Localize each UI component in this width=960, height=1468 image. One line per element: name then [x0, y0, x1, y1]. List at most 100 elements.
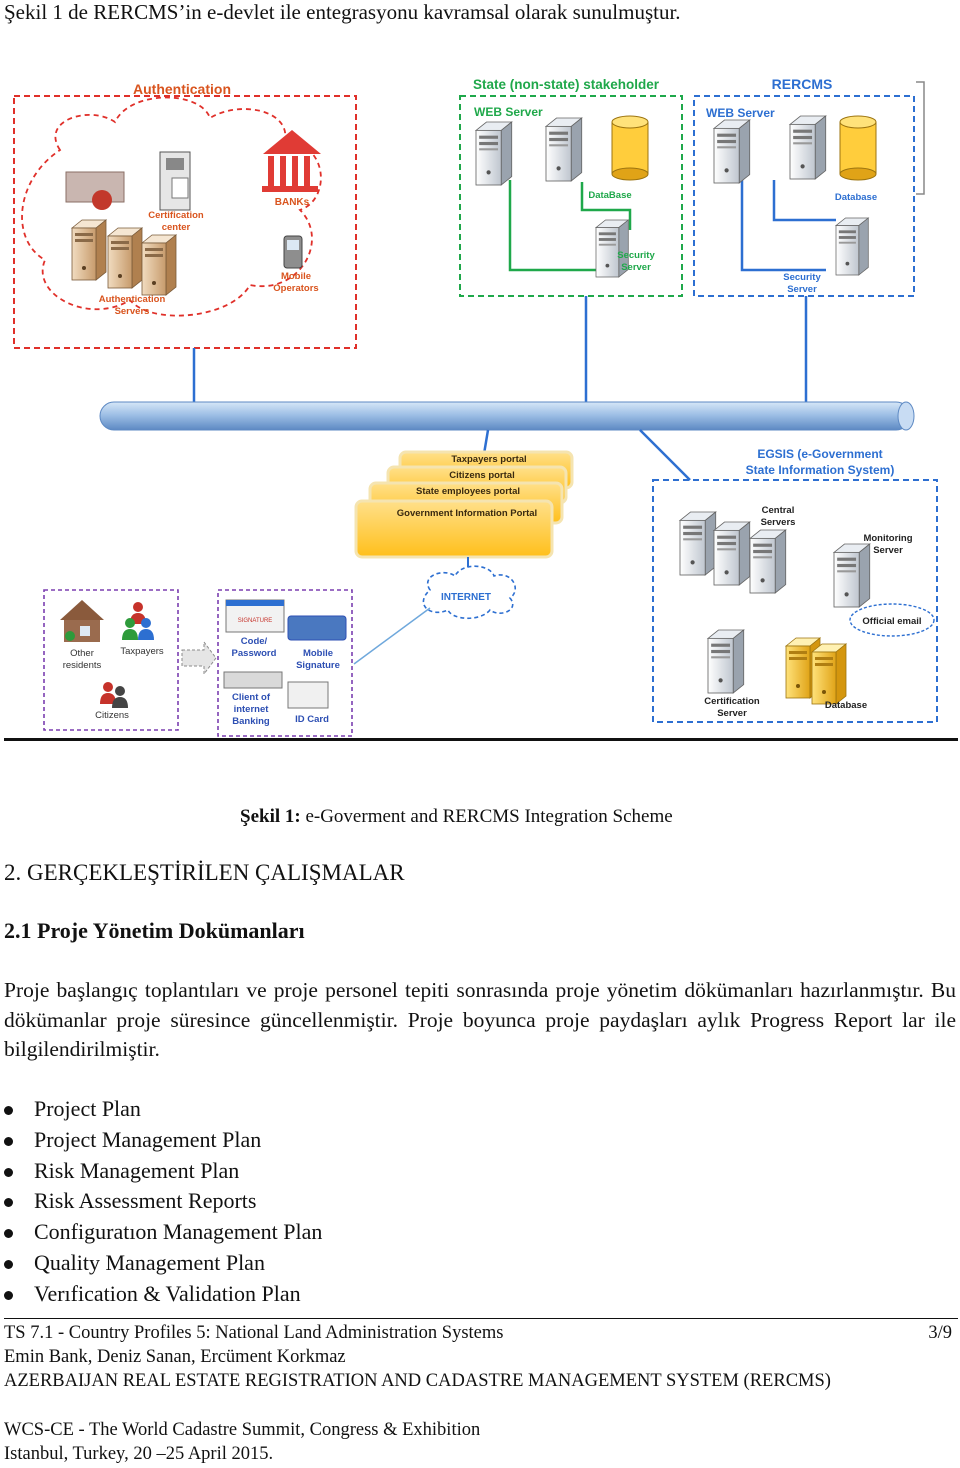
list-item-text: Risk Assessment Reports: [34, 1188, 257, 1214]
list-item-text: Project Management Plan: [34, 1126, 262, 1152]
id-card-label: ID Card: [295, 714, 329, 725]
list-item: Risk Assessment Reports: [4, 1186, 322, 1217]
internet-cloud: [422, 565, 516, 620]
list-item: Project Management Plan: [4, 1125, 322, 1156]
network-pipe: [99, 401, 911, 431]
egsis-title-1: EGSIS (e-Government: [757, 447, 882, 461]
portal-stack: [354, 450, 574, 559]
official-email-label: Official email: [862, 616, 921, 627]
users-box: [43, 589, 179, 731]
footer-venue-date: Istanbul, Turkey, 20 –25 April 2015.: [4, 1444, 274, 1464]
users-to-access-arrow: [181, 640, 217, 676]
monitoring-server-label-1: Monitoring: [863, 533, 912, 544]
internet-banking-label-1: Client of: [232, 692, 271, 703]
subsection-heading: 2.1 Proje Yönetim Dokümanları: [4, 918, 305, 943]
certification-center-label-1: Certification: [148, 210, 204, 221]
central-server-icon-1: [679, 511, 717, 576]
footer-paper-title: AZERBAIJAN REAL ESTATE REGISTRATION AND …: [4, 1371, 831, 1391]
stakeholder-security-label-1: Security: [617, 250, 655, 261]
official-email-cloud: [849, 603, 935, 637]
list-item: Verıfication & Validation Plan: [4, 1279, 322, 1310]
list-item: Project Plan: [4, 1094, 322, 1125]
list-item-text: Project Plan: [34, 1096, 141, 1121]
mobile-signature-icon: [287, 615, 347, 641]
egsis-database-label: Database: [825, 700, 867, 711]
stakeholder-security-label-2: Server: [621, 262, 651, 273]
mobile-operators-label-1: Mobile: [281, 271, 311, 282]
citizens-portal-label: Citizens portal: [449, 470, 514, 481]
citizens-label: Citizens: [95, 710, 129, 721]
rercms-box: [693, 95, 915, 297]
figure-caption-text: e-Goverment and RERCMS Integration Schem…: [300, 806, 673, 827]
access-box: [217, 589, 353, 737]
banks-label: BANKs: [275, 197, 310, 208]
rercms-link-line-2: [772, 180, 836, 222]
integration-scheme-figure: Authentication Certification center BANK…: [13, 76, 938, 737]
rercms-database-server-icon: [789, 115, 827, 180]
stakeholder-link-line-2: [580, 182, 632, 230]
stakeholder-link-line: [508, 180, 596, 272]
egsis-box: [652, 479, 938, 723]
body-paragraph: Proje başlangıç toplantıları ve proje pe…: [4, 978, 956, 1061]
list-item: Configuratıon Management Plan: [4, 1217, 322, 1248]
portal-pipe-connector: [482, 429, 490, 455]
rercms-security-server-icon: [835, 217, 869, 276]
list-item: Quality Management Plan: [4, 1248, 322, 1279]
central-servers-label-1: Central: [762, 505, 795, 516]
egsis-database-server-icon-2: [811, 643, 847, 705]
bank-icon: [262, 130, 321, 192]
rercms-bracket: [916, 81, 925, 195]
authentication-servers-label-2: Servers: [115, 306, 150, 317]
authentication-gear-icon: [92, 190, 112, 210]
authentication-server-icon-3: [141, 234, 177, 296]
stakeholder-web-server-label: WEB Server: [474, 105, 543, 119]
government-information-portal-card: [354, 499, 554, 559]
bullet-icon: [4, 1229, 13, 1239]
mobile-signature-label-1: Mobile: [303, 648, 333, 659]
central-server-icon-3: [749, 529, 787, 594]
internet-banking-label-3: Banking: [232, 716, 270, 727]
signature-card-text: SIGNATURE: [238, 618, 273, 624]
authentication-servers-label-1: Authentication: [99, 294, 166, 305]
stakeholder-database-server-icon-1: [545, 117, 583, 182]
footer-conference: WCS-CE - The World Cadastre Summit, Cong…: [4, 1420, 481, 1440]
certification-server-label-1: Certification: [704, 696, 760, 707]
bullet-icon: [4, 1136, 13, 1146]
rercms-database-icon: [839, 115, 877, 181]
figure-caption-label: Şekil 1:: [240, 806, 301, 827]
internet-banking-label-2: internet: [234, 704, 270, 715]
authentication-server-icon-1: [71, 219, 107, 281]
rercms-database-label: Database: [835, 192, 877, 203]
access-internet-connector: [353, 607, 431, 665]
certification-center-icon: [159, 151, 191, 211]
egsis-pipe-connector: [639, 429, 691, 481]
house-icon: [60, 600, 104, 642]
authentication-cloud: [21, 96, 322, 317]
taxpayers-label: Taxpayers: [120, 646, 164, 657]
central-server-icon-2: [713, 521, 751, 586]
government-information-portal-label: Government Information Portal: [397, 508, 537, 519]
footer-rule: [4, 1318, 958, 1319]
figure-caption: Şekil 1: e-Goverment and RERCMS Integrat…: [240, 806, 673, 828]
id-card-icon: [287, 681, 329, 709]
bullet-icon: [4, 1290, 13, 1300]
mobile-operators-label-2: Operators: [273, 283, 318, 294]
citizens-icon: [100, 682, 128, 708]
authentication-server-icon-2: [107, 227, 143, 289]
footer-authors: Emin Bank, Deniz Sanan, Ercüment Korkmaz: [4, 1347, 346, 1367]
stakeholder-web-server-icon: [475, 121, 513, 186]
page-number: 3/9: [928, 1323, 952, 1343]
list-item-text: Configuratıon Management Plan: [34, 1219, 323, 1245]
certification-server-label-2: Server: [717, 708, 747, 719]
internet-label: INTERNET: [441, 592, 491, 603]
list-item: Risk Management Plan: [4, 1156, 322, 1187]
intro-sentence: Şekil 1 de RERCMS’in e-devlet ile entegr…: [4, 0, 681, 24]
list-item-text: Risk Management Plan: [34, 1157, 240, 1183]
bullet-icon: [4, 1198, 13, 1208]
stakeholder-title: State (non-state) stakeholder: [473, 77, 660, 92]
signature-card-icon: SIGNATURE: [225, 599, 285, 633]
stakeholder-database-label: DataBase: [588, 190, 631, 201]
certification-center-label-2: center: [162, 222, 191, 233]
document-list: Project Plan Project Management Plan Ris…: [4, 1094, 322, 1310]
certification-server-icon: [707, 629, 745, 694]
